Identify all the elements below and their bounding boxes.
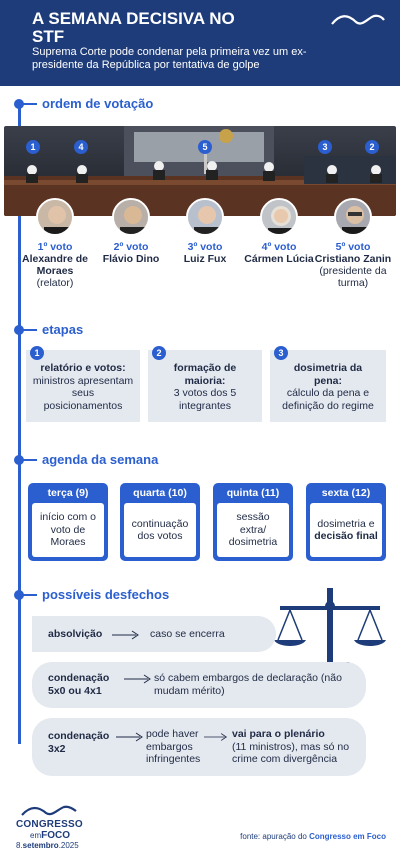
agenda-day-2: quarta (10) continuação dos votos: [120, 483, 200, 561]
judge-3: 3º voto Luiz Fux: [166, 198, 244, 265]
stage-card-2: 2 formação de maioria: 3 votos dos 5 int…: [148, 346, 262, 422]
source-note: fonte: apuração do Congresso em Foco: [240, 832, 386, 841]
section-agenda-label: agenda da semana: [42, 452, 159, 467]
agenda-day-4: sexta (12) dosimetria e decisão final: [306, 483, 386, 561]
timeline-line: [18, 104, 21, 744]
agenda-text: dosimetria e: [317, 517, 375, 530]
stage-title: relatório e votos:: [40, 362, 126, 374]
judge-name: Cristiano Zanin: [314, 253, 392, 265]
section-stages: etapas: [14, 322, 83, 337]
judge-vote: 4º voto: [261, 241, 297, 253]
stage-number: 3: [274, 346, 288, 360]
outcome-conviction-5x0: condenação 5x0 ou 4x1 só cabem embargos …: [32, 662, 366, 708]
logo-text: CONGRESSO: [16, 819, 83, 830]
stage-text: ministros apresentam seus posicionamento…: [32, 374, 134, 412]
arrow-right-icon: [116, 732, 143, 742]
outcome-next-bold: vai para o plenário: [232, 728, 325, 740]
judge-role: (presidente da turma): [319, 265, 387, 289]
avatar: [186, 198, 224, 236]
agenda-day-label: terça (9): [47, 487, 89, 499]
scale-of-justice-icon: [274, 588, 386, 668]
agenda-day-label: quinta (11): [226, 487, 280, 499]
avatar: [260, 198, 298, 236]
stage-number: 2: [152, 346, 166, 360]
judge-vote: 5º voto: [335, 241, 371, 253]
agenda-text: sessão extra/ dosimetria: [228, 511, 278, 549]
section-order: ordem de votação: [14, 96, 153, 111]
stage-number: 1: [30, 346, 44, 360]
outcome-next: vai para o plenário(11 ministros), mas s…: [232, 728, 350, 765]
section-agenda: agenda da semana: [14, 452, 158, 467]
section-stages-label: etapas: [42, 322, 84, 337]
page-subtitle: Suprema Corte pode condenar pela primeir…: [32, 46, 307, 71]
agenda-text: início com o voto de Moraes: [39, 511, 97, 549]
photo-marker-3: 3: [318, 140, 332, 154]
stage-text: cálculo da pena e definição do regime: [282, 387, 374, 412]
judge-5: 5º voto Cristiano Zanin (presidente da t…: [314, 198, 392, 289]
arrow-right-icon: [204, 733, 228, 741]
logo-text-foco: FOCO: [41, 830, 71, 841]
logo-text-em: em: [30, 831, 42, 840]
wave-logo-icon: [331, 14, 385, 25]
agenda-day-label: sexta (12): [321, 487, 371, 499]
judge-1: 1º voto Alexandre de Moraes (relator): [16, 198, 94, 289]
stage-card-3: 3 dosimetria da pena: cálculo da pena e …: [270, 346, 386, 422]
judge-name: Flávio Dino: [102, 253, 160, 265]
outcome-key: condenação 3x2: [48, 730, 110, 755]
outcome-result: pode haver embargos infringentes: [146, 728, 201, 765]
brand-logo: CONGRESSO emFOCO: [16, 804, 86, 841]
stage-card-1: 1 relatório e votos: ministros apresenta…: [26, 346, 140, 422]
photo-marker-5: 5: [198, 140, 212, 154]
outcome-key: absolvição: [48, 628, 103, 640]
arrow-right-icon: [112, 630, 139, 640]
outcome-key: condenação 5x0 ou 4x1: [48, 672, 110, 697]
avatar: [334, 198, 372, 236]
avatar: [36, 198, 74, 236]
agenda-day-3: quinta (11) sessão extra/ dosimetria: [213, 483, 293, 561]
avatar: [112, 198, 150, 236]
agenda-text-bold: decisão final: [314, 530, 378, 542]
section-outcomes: possíveis desfechos: [14, 587, 169, 602]
section-order-label: ordem de votação: [42, 96, 154, 111]
agenda-text: continuação dos votos: [131, 517, 189, 543]
arrow-right-icon: [124, 674, 151, 684]
photo-marker-2: 2: [365, 140, 379, 154]
judge-vote: 2º voto: [113, 241, 149, 253]
judge-role: (relator): [36, 277, 74, 289]
agenda-day-label: quarta (10): [133, 487, 187, 499]
judge-name: Alexandre de Moraes: [22, 253, 88, 277]
outcome-result: só cabem embargos de declaração (não mud…: [154, 672, 342, 697]
stage-title: dosimetria da pena:: [293, 362, 363, 387]
photo-marker-4: 4: [74, 140, 88, 154]
judge-vote: 1º voto: [37, 241, 73, 253]
header-banner: A SEMANA DECISIVA NO STF Suprema Corte p…: [0, 0, 400, 86]
agenda-day-1: terça (9) início com o voto de Moraes: [28, 483, 108, 561]
judge-2: 2º voto Flávio Dino: [92, 198, 170, 265]
judge-vote: 3º voto: [187, 241, 223, 253]
publish-date: 8.setembro.2025: [16, 841, 79, 850]
photo-marker-1: 1: [26, 140, 40, 154]
judge-name: Cármen Lúcia: [244, 253, 314, 265]
section-outcomes-label: possíveis desfechos: [42, 587, 170, 602]
judge-4: 4º voto Cármen Lúcia: [240, 198, 318, 265]
outcome-acquittal: absolvição caso se encerra: [32, 616, 276, 652]
judge-name: Luiz Fux: [183, 253, 227, 265]
stage-title: formação de maioria:: [173, 362, 237, 387]
wave-logo-icon: [21, 805, 77, 816]
outcome-conviction-3x2: condenação 3x2 pode haver embargos infri…: [32, 718, 366, 776]
stage-text: 3 votos dos 5 integrantes: [173, 387, 237, 412]
page-title: A SEMANA DECISIVA NO STF: [32, 9, 235, 46]
outcome-result: caso se encerra: [150, 628, 225, 640]
